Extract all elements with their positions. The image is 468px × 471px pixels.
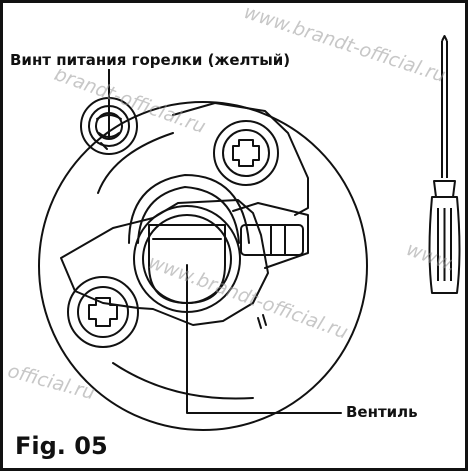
bracket-plate <box>172 102 309 216</box>
knob-housing <box>128 174 250 244</box>
valve-leader <box>186 264 342 414</box>
valve-diagram <box>38 35 461 431</box>
figure-number: Fig. 05 <box>15 432 108 460</box>
phillips-screw-bottom-outer <box>67 276 139 348</box>
valve-label: Вентиль <box>344 403 420 421</box>
right-bracket <box>232 202 309 269</box>
burner-body-outline <box>38 101 368 431</box>
burner-screw-label: Винт питания горелки (желтый) <box>8 51 293 69</box>
inner-arc <box>97 132 174 194</box>
phillips-screw-bottom-cross <box>88 297 118 327</box>
phillips-screw-top-cross <box>232 139 260 167</box>
phillips-screw-top-outer <box>213 120 279 186</box>
inner-arc-lower <box>112 362 254 400</box>
screwdriver-icon <box>428 35 461 294</box>
